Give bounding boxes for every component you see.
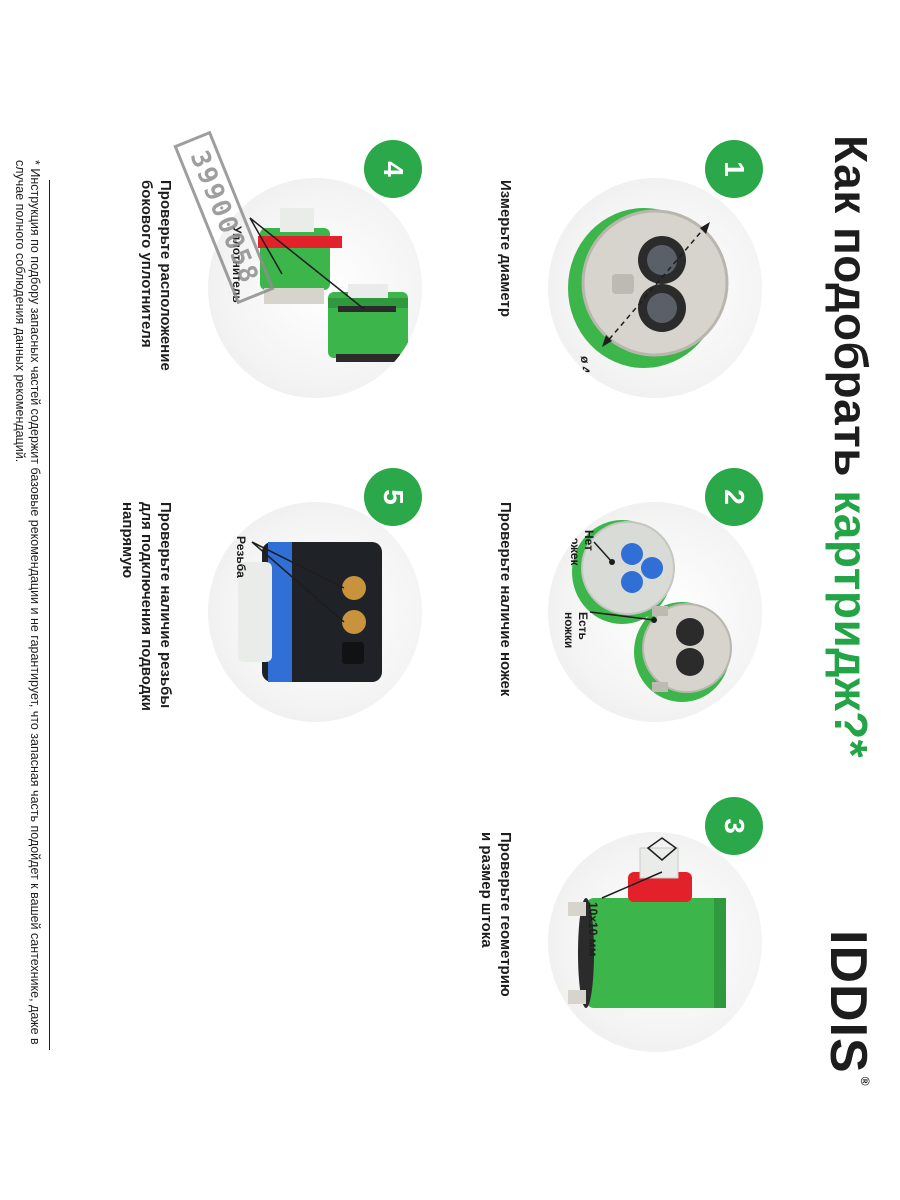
diameter-label: ø 40	[578, 356, 592, 381]
step-3-caption-line1: Проверьте геометрию	[497, 832, 514, 997]
step-5-caption: Проверьте наличие резьбы для подключения…	[118, 502, 175, 711]
step-5-caption-line3: напрямую	[119, 502, 136, 579]
has-feet-label-line2: ножки	[562, 612, 576, 649]
step-2-photo: Нет ножек Есть ножки	[548, 502, 762, 722]
cartridge-feet-comparison-image	[572, 520, 732, 702]
cartridge-base-diameter-image	[568, 208, 729, 368]
step-5-caption-line1: Проверьте наличие резьбы	[157, 502, 174, 709]
step-4-photo: Уплотнитель	[208, 178, 422, 398]
no-feet-label-line2: ножек	[568, 530, 582, 566]
step-3-caption: Проверьте геометрию и размер штока	[477, 832, 515, 997]
title-main: Как подобрать	[825, 135, 877, 491]
disclaimer-footnote: * Инструкция по подбору запасных частей …	[13, 160, 42, 1045]
step-4-caption-line1: Проверьте расположение	[157, 180, 174, 371]
brand-logo: IDDIS ®	[818, 930, 878, 1087]
footnote-divider	[49, 180, 50, 1050]
cartridge-seal-image	[249, 208, 408, 362]
brand-wordmark: IDDIS	[819, 930, 877, 1074]
step-1-caption: Измерьте диаметр	[497, 180, 514, 318]
step-2-caption: Проверьте наличие ножек	[497, 502, 514, 697]
step-4-caption: Проверьте расположение бокового уплотнит…	[137, 180, 175, 371]
title-accent: картридж?*	[825, 490, 877, 759]
stem-size-label: 10x10 мм	[586, 902, 600, 957]
cartridge-stem-image	[568, 837, 726, 1008]
registered-mark: ®	[858, 1076, 872, 1087]
step-5-caption-line2: для подключения подводки	[138, 502, 155, 712]
page-title: Как подобрать картридж?*	[824, 135, 878, 758]
has-feet-label-line1: Есть	[576, 612, 590, 640]
thread-label: Резьба	[234, 536, 248, 578]
step-5-photo: Резьба	[208, 502, 422, 722]
step-1-photo: ø 40	[548, 178, 762, 398]
step-3-caption-line2: и размер штока	[478, 832, 495, 948]
no-feet-label-line1: Нет	[582, 530, 596, 552]
cartridge-thread-image	[238, 541, 382, 682]
step-3-photo: 10x10 мм	[548, 832, 762, 1052]
step-4-caption-line2: бокового уплотнителя	[138, 180, 155, 348]
